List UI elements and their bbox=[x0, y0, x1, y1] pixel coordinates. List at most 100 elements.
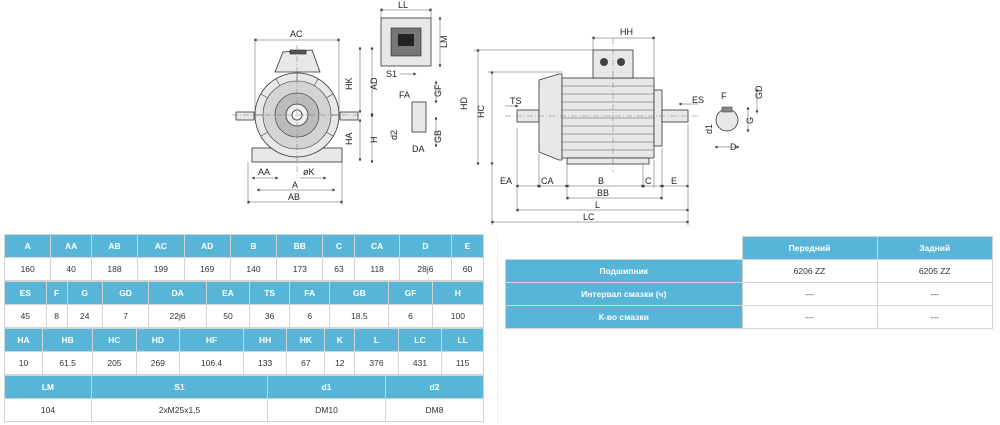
table-row: 45 8 24 7 22j6 50 36 6 18.5 6 100 bbox=[4, 304, 485, 328]
header-cell: HD bbox=[135, 328, 181, 352]
value-cell: 22j6 bbox=[148, 304, 207, 328]
value-cell: --- bbox=[741, 282, 878, 306]
label-BB: BB bbox=[597, 188, 609, 198]
header-cell: LL bbox=[441, 328, 484, 352]
label-HH: HH bbox=[620, 27, 633, 37]
table-header-row: ES F G GD DA EA TS FA GB GF H bbox=[4, 281, 485, 305]
table-row: 10 61.5 205 269 106.4 133 67 12 376 431 … bbox=[4, 351, 484, 375]
header-cell: GF bbox=[388, 281, 433, 305]
value-cell: 376 bbox=[354, 351, 399, 375]
header-cell: HC bbox=[92, 328, 137, 352]
header-cell: d2 bbox=[385, 375, 484, 399]
header-cell: HB bbox=[41, 328, 94, 352]
shaft-detail-rear: FA GF d2 GB DA bbox=[389, 80, 443, 154]
header-cell: GB bbox=[329, 281, 390, 305]
value-cell: 6 bbox=[289, 304, 331, 328]
value-cell: --- bbox=[876, 282, 993, 306]
header-cell: LM bbox=[4, 375, 92, 399]
value-cell: 7 bbox=[101, 304, 150, 328]
table-row: 104 2xM25x1,5 DM10 DM8 bbox=[4, 398, 484, 422]
header-cell: HH bbox=[242, 328, 288, 352]
label-GF: GF bbox=[433, 84, 443, 97]
value-cell: 8 bbox=[45, 304, 68, 328]
motor-drawing: AC HK AD HA H AA øK A AB LL LM S1 bbox=[232, 0, 764, 225]
header-cell: B bbox=[229, 234, 278, 258]
label-AB: AB bbox=[288, 192, 300, 202]
value-cell: DM10 bbox=[267, 398, 386, 422]
side-view: HH HD HC TS ES EA CA B C E BB L bbox=[459, 27, 704, 225]
value-cell: 188 bbox=[90, 257, 139, 281]
header-cell: E bbox=[450, 234, 485, 258]
value-cell: 173 bbox=[276, 257, 324, 281]
empty-header-cell bbox=[505, 236, 742, 260]
label-AD: AD bbox=[369, 77, 379, 90]
table-row: Подшипник 6206 ZZ 6205 ZZ bbox=[505, 259, 993, 283]
label-HA: HA bbox=[344, 132, 354, 145]
value-cell: 50 bbox=[205, 304, 251, 328]
value-cell: 6 bbox=[388, 304, 433, 328]
label-oK: øK bbox=[303, 167, 315, 177]
header-cell: L bbox=[354, 328, 399, 352]
label-F: F bbox=[721, 91, 727, 101]
value-cell: 36 bbox=[249, 304, 291, 328]
label-ES: ES bbox=[692, 95, 704, 105]
header-cell: CA bbox=[354, 234, 400, 258]
row-label: К-во смазки bbox=[505, 305, 743, 329]
header-cell: H bbox=[431, 281, 485, 305]
header-cell: FA bbox=[289, 281, 331, 305]
value-cell: 199 bbox=[137, 257, 185, 281]
table-row: Интервал смазки (ч) --- --- bbox=[505, 282, 993, 306]
header-cell: G bbox=[66, 281, 103, 305]
header-cell: HF bbox=[179, 328, 244, 352]
spec-table-row-4: LM S1 d1 d2 104 2xM25x1,5 DM10 DM8 bbox=[4, 375, 484, 422]
header-cell: LC bbox=[397, 328, 443, 352]
header-cell: TS bbox=[249, 281, 291, 305]
value-cell: 106.4 bbox=[179, 351, 244, 375]
header-cell: d1 bbox=[267, 375, 386, 399]
label-HC: HC bbox=[476, 105, 486, 118]
label-L: L bbox=[595, 200, 600, 210]
label-FA: FA bbox=[399, 90, 410, 100]
label-d1: d1 bbox=[704, 124, 714, 134]
label-DA: DA bbox=[412, 144, 425, 154]
value-cell: 169 bbox=[183, 257, 231, 281]
value-cell: 140 bbox=[229, 257, 278, 281]
value-cell: 100 bbox=[431, 304, 485, 328]
label-E: E bbox=[671, 176, 677, 186]
shaft-detail-front: F GD d1 G D bbox=[704, 85, 764, 152]
label-G: G bbox=[745, 117, 755, 124]
value-cell: 12 bbox=[324, 351, 356, 375]
header-cell: K bbox=[324, 328, 356, 352]
value-cell: 160 bbox=[3, 257, 52, 281]
table-header-row: A AA AB AC AD B BB C CA D E bbox=[3, 234, 485, 258]
value-cell: 60 bbox=[450, 257, 485, 281]
table-row: К-во смазки --- --- bbox=[505, 305, 993, 329]
label-LM: LM bbox=[439, 35, 449, 48]
table-header-row: LM S1 d1 d2 bbox=[4, 375, 484, 399]
front-view: AC HK AD HA H AA øK A AB bbox=[232, 29, 379, 205]
value-cell: 45 bbox=[4, 304, 47, 328]
table-header-row: HA HB HC HD HF HH HK K L LC LL bbox=[4, 328, 484, 352]
label-LC: LC bbox=[583, 212, 595, 222]
value-cell: 431 bbox=[397, 351, 443, 375]
label-EA: EA bbox=[500, 176, 512, 186]
header-cell: C bbox=[322, 234, 356, 258]
row-label: Подшипник bbox=[505, 259, 743, 283]
header-cell: AA bbox=[50, 234, 92, 258]
label-TS: TS bbox=[510, 96, 522, 106]
spec-table-row-2: ES F G GD DA EA TS FA GB GF H 45 8 24 7 … bbox=[4, 281, 485, 328]
divider bbox=[497, 234, 498, 424]
header-cell-rear: Задний bbox=[876, 236, 993, 260]
label-A: A bbox=[292, 180, 298, 190]
header-cell: HA bbox=[4, 328, 43, 352]
table-header-row: Передний Задний bbox=[505, 236, 993, 260]
label-AA: AA bbox=[258, 167, 270, 177]
label-CA: CA bbox=[541, 176, 554, 186]
spec-table-row-1: A AA AB AC AD B BB C CA D E 160 40 188 1… bbox=[3, 234, 485, 281]
value-cell: 133 bbox=[242, 351, 288, 375]
header-cell: AD bbox=[183, 234, 231, 258]
label-C: C bbox=[645, 176, 652, 186]
bearings-table: Передний Задний Подшипник 6206 ZZ 6205 Z… bbox=[505, 236, 993, 329]
header-cell: EA bbox=[205, 281, 251, 305]
header-cell: BB bbox=[276, 234, 324, 258]
